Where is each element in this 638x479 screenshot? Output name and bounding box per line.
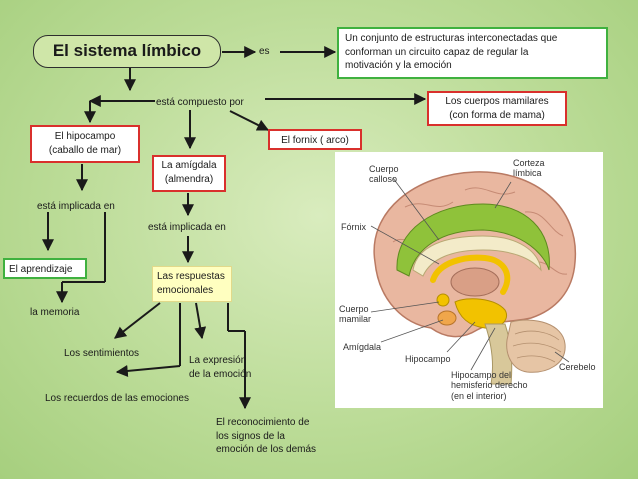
cerebellum	[506, 319, 566, 373]
thalamus	[450, 267, 500, 297]
amigdala-line-1: La amígdala	[161, 160, 217, 171]
reconocimiento-line-2: los signos de la	[216, 430, 285, 442]
memoria-label: la memoria	[30, 307, 80, 318]
reconocimiento-line-1: El reconocimiento de	[216, 417, 310, 428]
brain-label-corteza-limbica: Corteza límbica	[513, 158, 545, 179]
respuestas-box: Las respuestas emocionales	[152, 266, 232, 302]
expresion-label: La expresión de la emoción	[189, 354, 251, 381]
brain-illustration-panel: Cuerpo calloso Corteza límbica Fórnix Cu…	[335, 152, 603, 408]
corpus-callosum	[412, 235, 542, 277]
amigdala-box: La amígdala (almendra)	[152, 155, 226, 192]
hipocampo-line-2: (caballo de mar)	[48, 144, 122, 156]
label-leader-lines	[370, 177, 570, 371]
brain-label-hipocampo: Hipocampo	[405, 354, 451, 364]
fornix-arc	[430, 254, 511, 295]
brain-label-cerebelo: Cerebelo	[559, 362, 596, 372]
brain-label-cuerpo-calloso: Cuerpo calloso	[369, 164, 399, 185]
title-box: El sistema límbico	[33, 35, 221, 68]
respuestas-line-2: emocionales	[157, 284, 214, 296]
mamilares-box: Los cuerpos mamilares (con forma de mama…	[427, 91, 567, 126]
amigdala-line-2: (almendra)	[164, 173, 214, 185]
sentimientos-label: Los sentimientos	[64, 348, 140, 359]
mamilares-line-2: (con forma de mama)	[449, 109, 545, 121]
definition-line-3: motivación y la emoción	[345, 60, 452, 71]
mamilares-line-1: Los cuerpos mamilares	[445, 96, 549, 107]
hipocampo-line-1: El hipocampo	[54, 131, 116, 142]
brain-cortex	[373, 171, 577, 338]
recuerdos-label: Los recuerdos de las emociones	[45, 393, 189, 404]
arrow-compuesto-fornix	[229, 110, 270, 131]
definition-box: Un conjunto de estructuras interconectad…	[337, 27, 608, 79]
aprendizaje-box: El aprendizaje	[3, 258, 87, 279]
definition-line-2: conforman un circuito capaz de regular l…	[345, 46, 529, 58]
cerebellum-folia	[512, 330, 562, 363]
respuestas-line-1: Las respuestas	[157, 271, 225, 282]
expresion-line-1: La expresión	[189, 355, 247, 366]
fornix-box: El fornix ( arco)	[268, 129, 362, 150]
brain-label-cuerpo-mamilar: Cuerpo mamilar	[339, 304, 372, 325]
aprendizaje-label: El aprendizaje	[9, 264, 73, 275]
mammillary-body	[436, 293, 450, 307]
arrow-respuestas-sentimientos	[114, 302, 161, 339]
connector-implicada-hipocampo: está implicada en	[37, 201, 115, 212]
expresion-line-2: de la emoción	[189, 368, 252, 380]
page-title: El sistema límbico	[52, 41, 202, 61]
brain-illustration	[370, 171, 577, 385]
connector-compuesto: está compuesto por	[156, 97, 244, 108]
definition-line-1: Un conjunto de estructuras interconectad…	[345, 33, 558, 44]
brain-label-hipocampo-derecho: Hipocampo del hemisferio derecho (en el …	[451, 370, 528, 401]
hipocampo-box: El hipocampo (caballo de mar)	[30, 125, 140, 163]
reconocimiento-label: El reconocimiento de los signos de la em…	[216, 416, 316, 457]
reconocimiento-line-3: emoción de los demás	[216, 444, 317, 455]
fornix-label: El fornix ( arco)	[281, 135, 349, 146]
brain-label-amigdala: Amígdala	[343, 342, 382, 352]
limbic-cortex	[396, 203, 550, 277]
brain-label-fornix: Fórnix	[341, 222, 367, 232]
amygdala	[437, 310, 457, 326]
connector-es: es	[259, 46, 270, 57]
arrow-respuestas-expresion	[194, 302, 207, 340]
connector-implicada-amigdala: está implicada en	[148, 222, 226, 233]
